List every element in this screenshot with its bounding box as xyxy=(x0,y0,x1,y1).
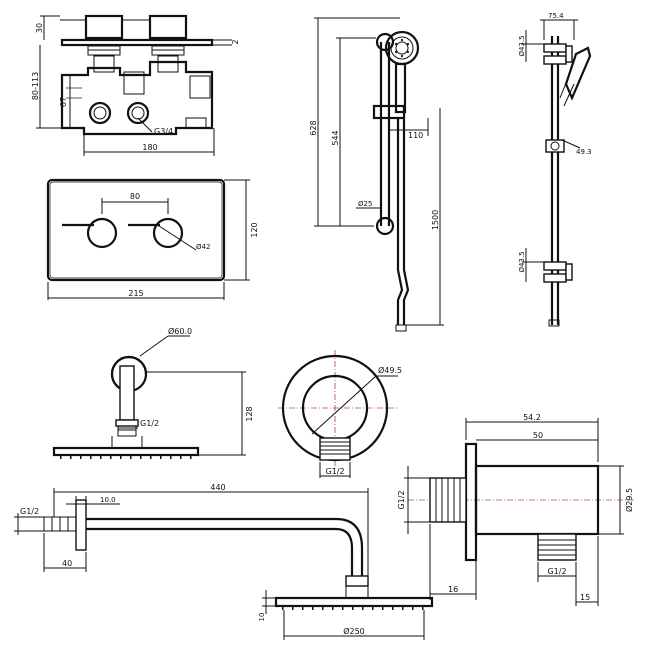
plate-dim-width: 215 xyxy=(128,289,143,298)
rail-front-drawing: 628 544 110 Ø25 1500 xyxy=(309,17,444,332)
spray-nozzles xyxy=(394,38,410,58)
wall-arm-dim-length: 440 xyxy=(210,483,225,492)
outlet-side-dim-total: 54.2 xyxy=(523,413,541,422)
rail-dim-dia: Ø25 xyxy=(358,200,372,208)
ceiling-dim-height: 128 xyxy=(245,406,254,421)
wall-head-nozzles xyxy=(282,607,424,610)
outlet-front-thread xyxy=(320,441,350,455)
head-nozzles xyxy=(60,456,192,459)
rail-side-dim-bracket-top: Ø43.5 xyxy=(518,35,526,56)
wall-arm-dim-spigot: 40 xyxy=(62,559,72,568)
rail-side-drawing: 75.4 Ø43.5 49.3 Ø43.5 xyxy=(518,12,592,327)
outlet-front-dim-dia: Ø49.5 xyxy=(378,365,402,375)
outlet-side-thread-bottom xyxy=(538,539,576,556)
rail-dim-offset: 110 xyxy=(408,131,423,140)
plate-dim-height: 120 xyxy=(250,222,259,237)
ceiling-dim-rose: Ø60.0 xyxy=(168,326,192,336)
valve-dim-gap: 2 xyxy=(231,39,240,44)
rail-dim-hose: 1500 xyxy=(431,210,440,230)
outlet-side-thread-left xyxy=(435,478,461,522)
ceiling-arm-drawing: Ø60.0 128 G1/2 xyxy=(52,326,254,459)
outlet-front-drawing: Ø49.5 G1/2 xyxy=(278,350,402,478)
valve-drawing: 30 80-113 67 2 G3/4 180 xyxy=(31,14,240,156)
rail-side-dim-handle: 49.3 xyxy=(576,148,592,156)
outlet-side-dim-dia: Ø29.5 xyxy=(624,488,634,512)
wall-arm-dim-head-height: 10 xyxy=(258,613,266,622)
valve-dim-width: 180 xyxy=(142,143,157,152)
wall-arm-dim-flange: 10.0 xyxy=(100,496,116,504)
outlet-side-drawing: 54.2 50 G1/2 Ø29.5 G1/2 16 15 xyxy=(397,413,634,606)
outlet-side-dim-offset: 16 xyxy=(448,585,458,594)
ceiling-dim-thread: G1/2 xyxy=(140,419,159,428)
rail-dim-bar: 544 xyxy=(331,130,340,145)
outlet-side-dim-thread-bottom: G1/2 xyxy=(547,567,566,576)
outlet-side-dim-outlet: 15 xyxy=(580,593,590,602)
valve-dim-top: 30 xyxy=(35,23,44,33)
wall-arm-drawing: 440 10.0 G1/2 40 10 Ø250 xyxy=(14,483,434,640)
valve-dim-thread: G3/4 xyxy=(154,127,173,136)
wall-arm-dim-head-dia: Ø250 xyxy=(343,626,365,636)
valve-dim-inner: 67 xyxy=(59,97,68,107)
rail-dim-total: 628 xyxy=(309,120,318,135)
rail-side-dim-depth: 75.4 xyxy=(548,12,564,20)
outlet-side-dim-thread-left: G1/2 xyxy=(397,490,406,509)
plate-dim-knob: Ø42 xyxy=(196,243,210,251)
rail-side-dim-bracket-bottom: Ø43.5 xyxy=(518,251,526,272)
outlet-front-dim-thread: G1/2 xyxy=(325,467,344,476)
plate-drawing: 80 Ø42 120 215 xyxy=(46,178,259,300)
plate-dim-spacing: 80 xyxy=(130,192,140,201)
outlet-side-dim-body: 50 xyxy=(533,431,543,440)
valve-dim-body: 80-113 xyxy=(31,72,40,100)
wall-arm-dim-thread: G1/2 xyxy=(20,507,39,516)
